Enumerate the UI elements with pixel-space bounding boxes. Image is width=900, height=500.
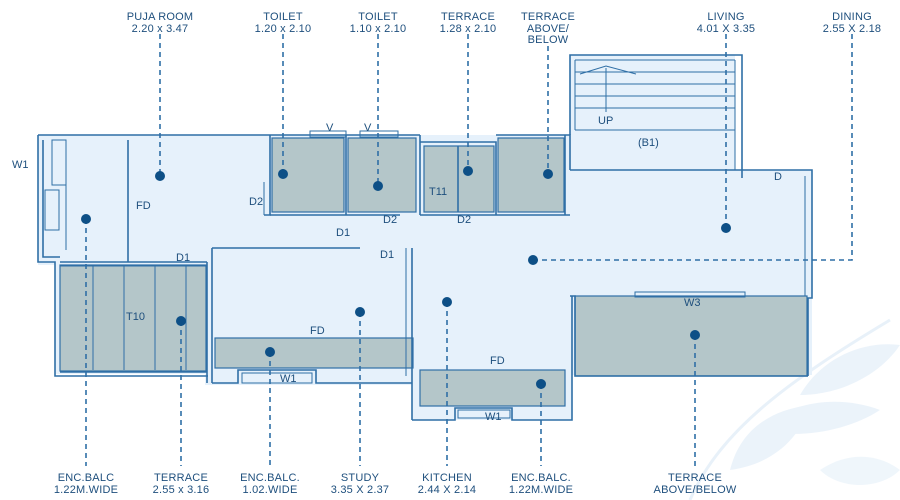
dimension-leaders — [85, 34, 853, 466]
dining-size: 2.55 X 2.18 — [823, 23, 881, 35]
tag-w1-left: W1 — [12, 159, 29, 171]
terrace-top-area — [423, 145, 495, 213]
tag-t10: T10 — [126, 311, 145, 323]
terrace-above-bottom-marker — [690, 330, 700, 340]
tag-w1-study: W1 — [280, 373, 297, 385]
living-name: LIVING — [707, 11, 744, 23]
enc-balc-mid-marker — [265, 347, 275, 357]
walls — [37, 54, 813, 421]
terrace-above-bottom-line2: ABOVE/BELOW — [654, 484, 737, 496]
dining-marker — [528, 255, 538, 265]
enc-balc-right-name: ENC.BALC. — [511, 472, 571, 484]
tag-fd-study: FD — [310, 325, 325, 337]
enc-balc-left-name: ENC.BALC — [58, 472, 115, 484]
enc-balc-left-marker — [81, 214, 91, 224]
tag-d1-b: D1 — [380, 249, 394, 261]
puja-room-size: 2.20 x 3.47 — [132, 23, 189, 35]
tag-w3: W3 — [684, 297, 701, 309]
marker-dots — [81, 166, 731, 389]
enc-balc-left-size: 1.22M.WIDE — [54, 484, 118, 496]
toilet-2-area — [347, 137, 417, 213]
plan-tags: W1 FD D2 V V D2 T11 D2 D1 D1 D1 T10 FD W… — [12, 115, 782, 423]
tag-up: UP — [598, 115, 613, 127]
toilet-1-marker — [278, 169, 288, 179]
terrace-above-top-line2: ABOVE/ — [527, 23, 570, 35]
study-name: STUDY — [341, 472, 380, 484]
terrace-bottom-name: TERRACE — [154, 472, 208, 484]
leaf-watermark — [688, 318, 900, 500]
tag-d-living: D — [774, 171, 782, 183]
toilet-2-size: 1.10 x 2.10 — [350, 23, 407, 35]
tag-b1: (B1) — [638, 137, 659, 149]
dining-name: DINING — [832, 11, 872, 23]
enc-balc-mid-area — [214, 337, 414, 369]
toilet-1-name: TOILET — [263, 11, 303, 23]
toilet-2-marker — [373, 181, 383, 191]
terrace-above-top-line3: BELOW — [528, 34, 569, 46]
enc-balc-right-size: 1.22M.WIDE — [509, 484, 573, 496]
puja-room-name: PUJA ROOM — [127, 11, 194, 23]
toilet-2-name: TOILET — [358, 11, 398, 23]
tag-d2-left: D2 — [249, 196, 263, 208]
tag-w1-kitchen: W1 — [485, 411, 502, 423]
enc-balc-right-marker — [536, 379, 546, 389]
tag-d1-a: D1 — [336, 227, 350, 239]
tag-fd-left: FD — [136, 200, 151, 212]
enc-balc-mid-size: 1.02.WIDE — [243, 484, 298, 496]
kitchen-marker — [442, 297, 452, 307]
tag-d2-toilet: D2 — [383, 214, 397, 226]
terrace-bottom-marker — [176, 316, 186, 326]
top-room-labels: PUJA ROOM 2.20 x 3.47 TOILET 1.20 x 2.10… — [127, 11, 881, 46]
living-size: 4.01 X 3.35 — [697, 23, 755, 35]
toilet-1-size: 1.20 x 2.10 — [255, 23, 312, 35]
terrace-above-bottom-name: TERRACE — [668, 472, 722, 484]
tag-t11: T11 — [429, 186, 447, 198]
study-size: 3.35 X 2.37 — [331, 484, 389, 496]
tag-v2: V — [364, 122, 372, 134]
terrace-above-top-marker — [543, 169, 553, 179]
kitchen-name: KITCHEN — [422, 472, 472, 484]
terrace-above-top-area — [497, 137, 565, 213]
bottom-room-labels: ENC.BALC 1.22M.WIDE TERRACE 2.55 x 3.16 … — [54, 472, 737, 496]
tag-fd-kitchen: FD — [490, 355, 505, 367]
living-marker — [721, 223, 731, 233]
tag-d1-c: D1 — [176, 252, 190, 264]
terrace-top-marker — [463, 166, 473, 176]
tag-v1: V — [326, 122, 334, 134]
puja-room-marker — [155, 171, 165, 181]
tag-d2-terrace: D2 — [457, 214, 471, 226]
kitchen-size: 2.44 X 2.14 — [418, 484, 476, 496]
enc-balc-mid-name: ENC.BALC. — [240, 472, 300, 484]
terrace-bottom-size: 2.55 x 3.16 — [153, 484, 210, 496]
study-marker — [355, 307, 365, 317]
shaded-areas — [59, 137, 808, 407]
terrace-top-name: TERRACE — [441, 11, 495, 23]
terrace-above-top-name: TERRACE — [521, 11, 575, 23]
terrace-top-size: 1.28 x 2.10 — [440, 23, 497, 35]
